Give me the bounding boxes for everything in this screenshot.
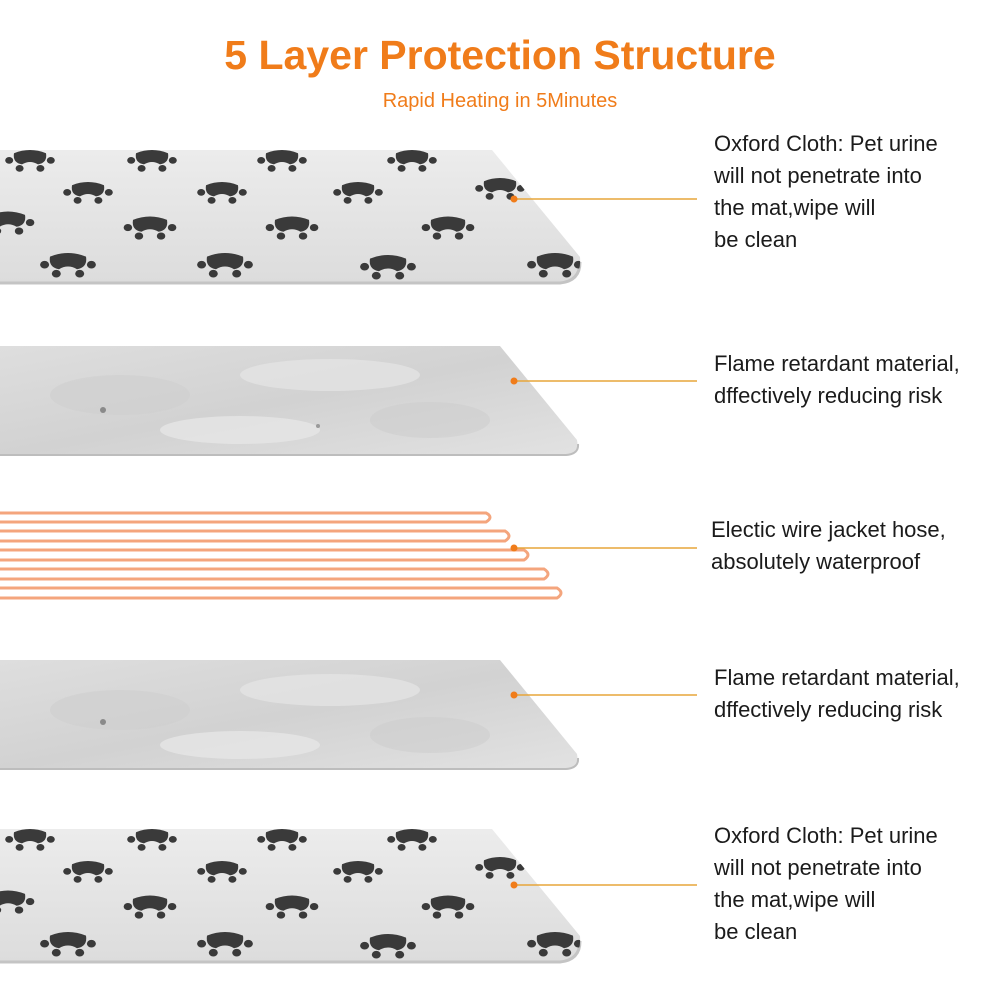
description-line: will not penetrate into: [714, 855, 922, 880]
layer-2-description: Flame retardant material, dffectively re…: [714, 348, 1000, 412]
description-line: Flame retardant material,: [714, 665, 960, 690]
description-line: the mat,wipe will: [714, 195, 876, 220]
description-line: will not penetrate into: [714, 163, 922, 188]
description-line: Flame retardant material,: [714, 351, 960, 376]
layer-3-description: Electic wire jacket hose, absolutely wat…: [711, 514, 997, 578]
description-line: the mat,wipe will: [714, 887, 876, 912]
heating-wire-layer: [0, 511, 563, 600]
page-title: 5 Layer Protection Structure: [224, 32, 776, 78]
page-subtitle: Rapid Heating in 5Minutes: [382, 90, 618, 112]
flame-retardant-layer-bottom: [0, 660, 580, 770]
oxford-cloth-layer-top: [0, 150, 582, 285]
description-line: Oxford Cloth: Pet urine: [714, 823, 938, 848]
flame-retardant-layer-top: [0, 346, 580, 456]
description-line: be clean: [714, 227, 798, 252]
description-line: be clean: [714, 919, 798, 944]
oxford-cloth-layer-bottom: [0, 829, 582, 964]
description-line: dffectively reducing risk: [714, 383, 943, 408]
description-line: Electic wire jacket hose,: [711, 517, 946, 542]
layer-1-description: Oxford Cloth: Pet urine will not penetra…: [714, 128, 1000, 256]
leader-lines: [510, 195, 697, 889]
description-line: absolutely waterproof: [711, 549, 921, 574]
layer-5-description: Oxford Cloth: Pet urine will not penetra…: [714, 820, 1000, 948]
description-line: Oxford Cloth: Pet urine: [714, 131, 938, 156]
description-line: dffectively reducing risk: [714, 697, 943, 722]
layer-4-description: Flame retardant material, dffectively re…: [714, 662, 1000, 726]
